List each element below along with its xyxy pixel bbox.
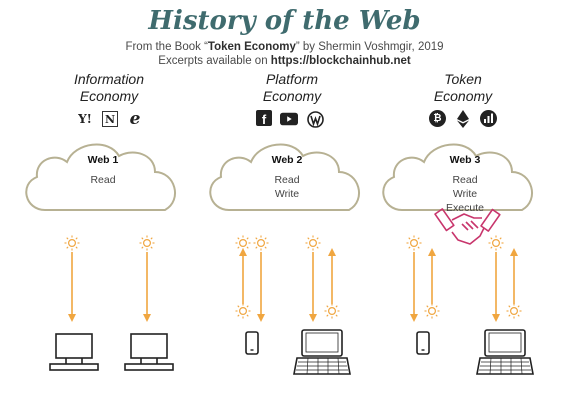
- web3-phone: [416, 331, 430, 355]
- web3-write: Write: [452, 188, 478, 200]
- subtitle-line-1: From the Book “Token Economy” by Shermin…: [125, 41, 444, 53]
- web1-label: Web 1: [87, 154, 119, 166]
- wordpress-icon: [306, 110, 324, 128]
- web2-icon-row: f: [256, 110, 324, 128]
- web1-desktop-2: [124, 333, 174, 371]
- web1-desktop-1: [49, 333, 99, 371]
- web2-read: Read: [274, 174, 300, 186]
- web2-laptop: [293, 329, 351, 375]
- web3-read: Read: [452, 174, 478, 186]
- netscape-icon: N: [102, 111, 118, 127]
- web1-arrows: [63, 234, 156, 322]
- web2-cloud-text: Web 2 Read Write: [247, 153, 327, 201]
- blockchainhub-link[interactable]: https://blockchainhub.net: [270, 55, 411, 67]
- web2-write: Write: [274, 188, 300, 200]
- web3-laptop: [476, 329, 534, 375]
- augur-icon: [480, 110, 497, 127]
- web3-icon-row: ₿: [429, 110, 497, 128]
- web3-label: Web 3: [449, 154, 481, 166]
- facebook-icon: f: [256, 110, 272, 127]
- book-title: Token Economy: [207, 41, 296, 53]
- bitcoin-icon: ₿: [429, 110, 446, 127]
- web3-execute: Execute: [446, 202, 484, 214]
- handshake-icon: [434, 208, 501, 245]
- web2-phone: [245, 331, 259, 355]
- ethereum-icon: [454, 110, 472, 128]
- youtube-icon: [280, 110, 298, 128]
- web3-cloud-text: Web 3 Read Write Execute: [425, 153, 505, 215]
- page-title: History of the Web: [148, 6, 421, 36]
- subtitle-line-2: Excerpts available on https://blockchain…: [158, 55, 411, 67]
- web2-arrows: [234, 234, 341, 322]
- web2-label: Web 2: [271, 154, 303, 166]
- web1-read: Read: [90, 174, 116, 186]
- web3-arrows: [405, 234, 523, 322]
- web1-icon-row: Y! N e: [76, 109, 144, 129]
- web1-cloud-text: Web 1 Read: [63, 153, 143, 187]
- yahoo-icon: Y!: [78, 112, 92, 126]
- internet-explorer-icon: e: [129, 109, 141, 129]
